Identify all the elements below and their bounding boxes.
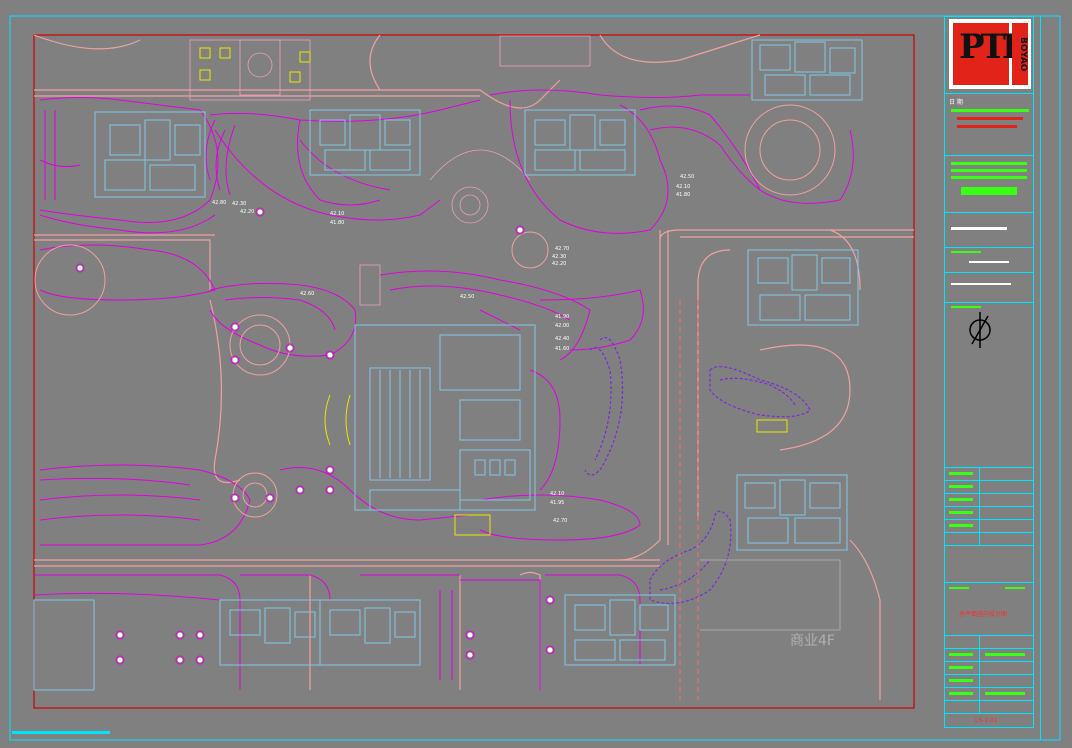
grade-marker: [195, 655, 205, 665]
grade-marker-dot: [327, 487, 333, 493]
elevation-label: 41.80: [330, 220, 344, 226]
grade-marker: [265, 493, 275, 503]
title-block: PTL BOYAO 日 期 总平面竖向设计图 LS-2.01: [944, 16, 1034, 728]
drawing-number: LS-2.01: [975, 717, 998, 724]
grade-marker: [195, 630, 205, 640]
elevation-label: 42.20: [552, 261, 566, 267]
drawing-boundary: [33, 34, 915, 709]
grade-marker-dot: [257, 209, 263, 215]
grade-marker-dot: [467, 632, 473, 638]
elevation-label: 41.95: [550, 500, 564, 506]
grade-marker: [175, 655, 185, 665]
parcel-outlines: [189, 35, 591, 306]
cyan-marker: [12, 731, 110, 734]
elevation-labels: 42.5042.1041.8042.7042.3042.2041.9042.00…: [212, 174, 694, 524]
yellow-features: [199, 47, 788, 536]
elevation-label: 42.20: [240, 209, 254, 215]
logo-vertical-text: BOYAO: [1012, 23, 1028, 85]
road-network: [33, 34, 914, 700]
building-footprints: [33, 39, 863, 691]
grade-marker-dot: [232, 357, 238, 363]
company-logo: PTL BOYAO: [949, 19, 1031, 89]
grade-marker-dot: [197, 632, 203, 638]
name-label: 日 期: [949, 99, 963, 106]
commercial-outline: [700, 559, 841, 631]
elevation-label: 42.50: [680, 174, 694, 180]
grade-marker: [465, 630, 475, 640]
grade-marker-dot: [232, 324, 238, 330]
grade-markers: [75, 207, 555, 665]
elevation-label: 42.10: [676, 184, 690, 190]
elevation-label: 41.80: [676, 192, 690, 198]
grade-marker-dot: [117, 632, 123, 638]
grade-marker: [115, 630, 125, 640]
elevation-label: 41.60: [555, 346, 569, 352]
elevation-label: 42.40: [555, 336, 569, 342]
grade-marker: [325, 485, 335, 495]
grade-marker: [175, 630, 185, 640]
grade-marker-dot: [267, 495, 273, 501]
elevation-label: 42.00: [555, 323, 569, 329]
elevation-label: 42.60: [300, 291, 314, 297]
grade-marker: [325, 350, 335, 360]
grade-marker-dot: [177, 632, 183, 638]
elevation-label: 42.70: [553, 518, 567, 524]
grade-marker-dot: [517, 227, 523, 233]
circular-plazas: [34, 104, 836, 518]
drawing-title: 总平面竖向设计图: [959, 611, 1008, 618]
grade-marker-dot: [297, 487, 303, 493]
grade-marker-dot: [327, 352, 333, 358]
grade-marker: [230, 322, 240, 332]
elevation-label: 42.10: [330, 211, 344, 217]
grade-marker: [255, 207, 265, 217]
grade-marker-dot: [327, 467, 333, 473]
grade-marker: [545, 645, 555, 655]
grade-marker: [295, 485, 305, 495]
elevation-label: 41.90: [555, 314, 569, 320]
commercial-label: 商业4F: [790, 633, 835, 649]
grade-marker: [75, 263, 85, 273]
grade-marker: [465, 650, 475, 660]
grade-marker-dot: [467, 652, 473, 658]
purple-dashed-outlines: [584, 336, 811, 604]
elevation-label: 42.30: [552, 254, 566, 260]
grade-marker-dot: [547, 597, 553, 603]
grade-marker: [230, 355, 240, 365]
elevation-label: 42.80: [212, 200, 226, 206]
grade-marker: [545, 595, 555, 605]
north-arrow-icon: [969, 312, 991, 348]
grade-marker-dot: [77, 265, 83, 271]
elevation-label: 42.10: [550, 491, 564, 497]
elevation-label: 42.70: [555, 246, 569, 252]
grade-marker: [115, 655, 125, 665]
grade-marker-dot: [287, 345, 293, 351]
grade-marker-dot: [232, 495, 238, 501]
sheet-frame: [9, 15, 1061, 741]
grade-marker-dot: [117, 657, 123, 663]
sheet-right-edge: [1040, 16, 1041, 740]
elevation-label: 42.30: [232, 201, 246, 207]
grade-marker: [230, 493, 240, 503]
grade-marker-dot: [197, 657, 203, 663]
grade-marker-dot: [547, 647, 553, 653]
contour-lines: [33, 89, 854, 690]
grade-marker: [515, 225, 525, 235]
elevation-label: 42.50: [460, 294, 474, 300]
grade-marker-dot: [177, 657, 183, 663]
grade-marker: [325, 465, 335, 475]
grade-marker: [285, 343, 295, 353]
red-dashed-lines: [679, 300, 699, 700]
